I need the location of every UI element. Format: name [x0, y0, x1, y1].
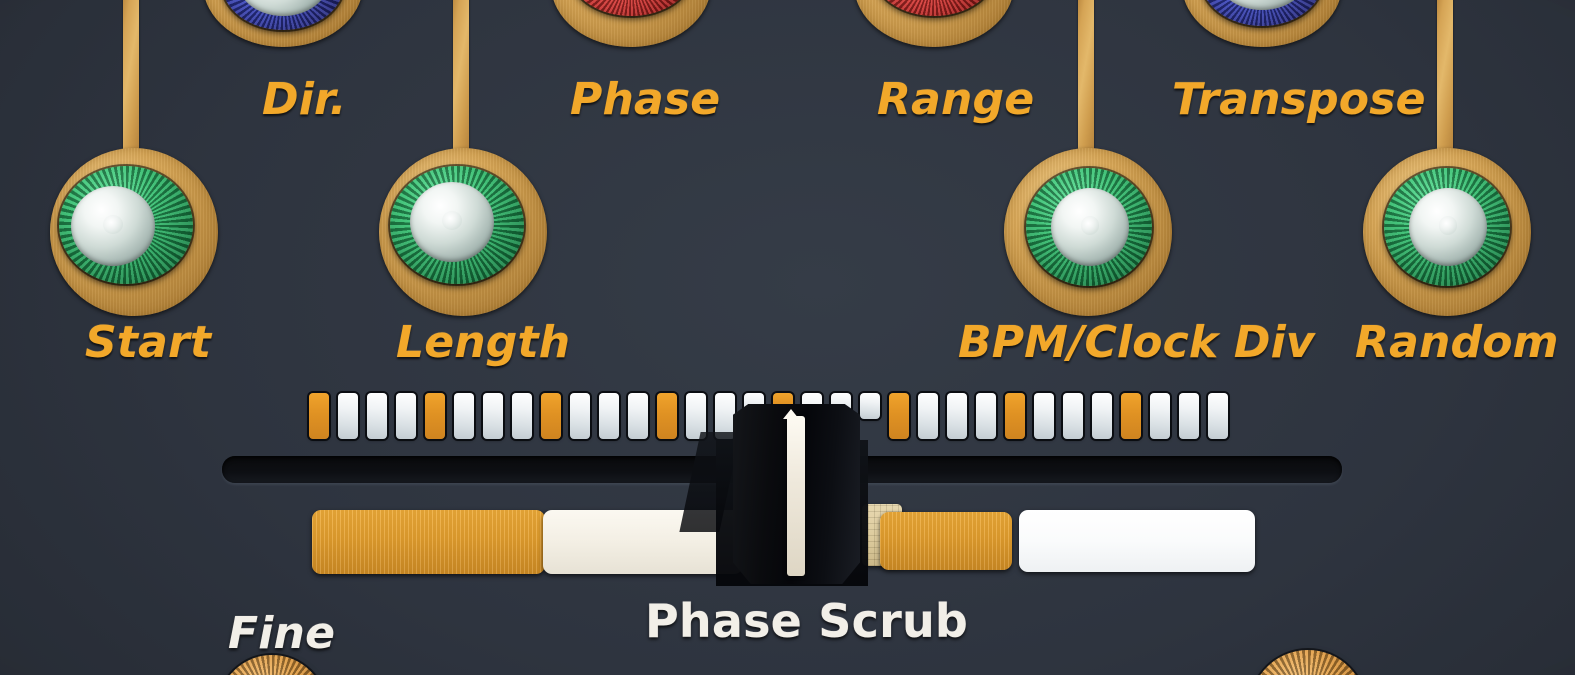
led-step-11[interactable] [599, 393, 619, 439]
knob-length[interactable] [390, 166, 524, 284]
knob-label-transpose: Transpose [1172, 74, 1426, 125]
led-step-15[interactable] [715, 393, 735, 439]
knob-bottom-right-partial[interactable] [1250, 650, 1366, 675]
knob-label-range: Range [877, 74, 1035, 125]
knob-label-random: Random [1355, 317, 1559, 368]
led-step-13[interactable] [657, 393, 677, 439]
knob-label-dir: Dir. [262, 74, 347, 125]
knob-skirt [1250, 650, 1366, 675]
led-step-31[interactable] [1179, 393, 1199, 439]
knob-label-fine: Fine [228, 608, 336, 659]
led-step-7[interactable] [483, 393, 503, 439]
button-bar-right-white[interactable] [1019, 510, 1255, 572]
knob-label-bpm: BPM/Clock Div [958, 317, 1315, 368]
knob-bpm[interactable] [1026, 168, 1152, 286]
led-step-9[interactable] [541, 393, 561, 439]
phase-scrub-label: Phase Scrub [645, 594, 969, 648]
led-step-26[interactable] [1034, 393, 1054, 439]
button-bar-right-gold[interactable] [880, 512, 1012, 570]
led-step-24[interactable] [976, 393, 996, 439]
knob-cap [1409, 188, 1487, 266]
knob-cap [71, 186, 155, 266]
led-step-22[interactable] [918, 393, 938, 439]
button-bar-left-gold[interactable] [312, 510, 545, 574]
trace-stem-length [453, 0, 469, 175]
led-step-30[interactable] [1150, 393, 1170, 439]
led-step-29[interactable] [1121, 393, 1141, 439]
knob-random[interactable] [1384, 168, 1510, 286]
led-step-20[interactable] [860, 393, 880, 419]
led-step-3[interactable] [367, 393, 387, 439]
led-step-12[interactable] [628, 393, 648, 439]
trace-stem-bpm [1078, 0, 1094, 175]
led-step-8[interactable] [512, 393, 532, 439]
knob-cap [410, 182, 494, 262]
knob-label-length: Length [396, 317, 571, 368]
trace-stem-random [1437, 0, 1453, 175]
led-step-32[interactable] [1208, 393, 1228, 439]
led-step-2[interactable] [338, 393, 358, 439]
led-step-14[interactable] [686, 393, 706, 439]
led-step-21[interactable] [889, 393, 909, 439]
trace-stem-start [123, 0, 139, 175]
knob-start[interactable] [59, 166, 193, 284]
led-step-5[interactable] [425, 393, 445, 439]
phase-scrub-fader-indicator [783, 409, 805, 576]
led-step-6[interactable] [454, 393, 474, 439]
led-step-25[interactable] [1005, 393, 1025, 439]
knob-cap [1051, 188, 1129, 266]
led-step-28[interactable] [1092, 393, 1112, 439]
knob-label-phase: Phase [570, 74, 721, 125]
led-step-10[interactable] [570, 393, 590, 439]
knob-transpose[interactable] [1201, 0, 1323, 26]
knob-label-start: Start [85, 317, 212, 368]
sequencer-led-strip[interactable] [309, 393, 1237, 439]
knob-cap [1217, 0, 1307, 10]
led-step-1[interactable] [309, 393, 329, 439]
led-step-27[interactable] [1063, 393, 1083, 439]
led-step-23[interactable] [947, 393, 967, 439]
led-step-4[interactable] [396, 393, 416, 439]
